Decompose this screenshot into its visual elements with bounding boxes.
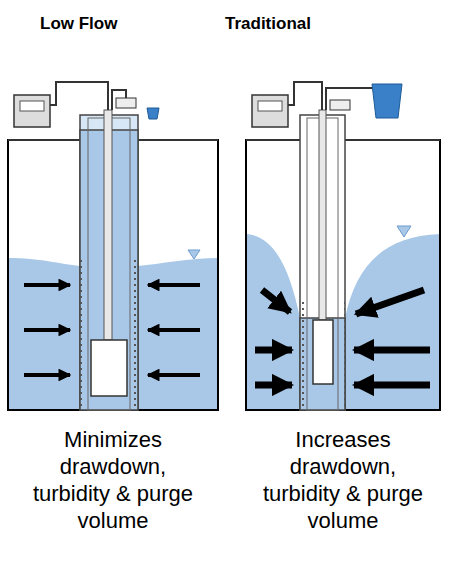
pump-tubing: [104, 110, 112, 340]
panel-title: Low Flow: [40, 14, 117, 34]
flow-arrows: [24, 285, 200, 375]
water-table-symbol: [188, 250, 200, 259]
traditional-panel: [246, 82, 440, 410]
control-box: [252, 95, 288, 127]
control-box: [14, 95, 50, 127]
pump: [313, 320, 333, 384]
pump: [91, 340, 127, 396]
bucket: [372, 84, 402, 118]
caption-text: Minimizes drawdown, turbidity & purge vo…: [28, 426, 198, 534]
pump-tubing: [319, 110, 326, 320]
water-table-symbol: [397, 226, 411, 237]
low-flow-panel: [8, 82, 218, 410]
flow-arrows: [255, 290, 430, 385]
caption-text: Increases drawdown, turbidity & purge vo…: [258, 426, 428, 534]
panel-title: Traditional: [225, 14, 311, 34]
bucket: [147, 108, 159, 119]
